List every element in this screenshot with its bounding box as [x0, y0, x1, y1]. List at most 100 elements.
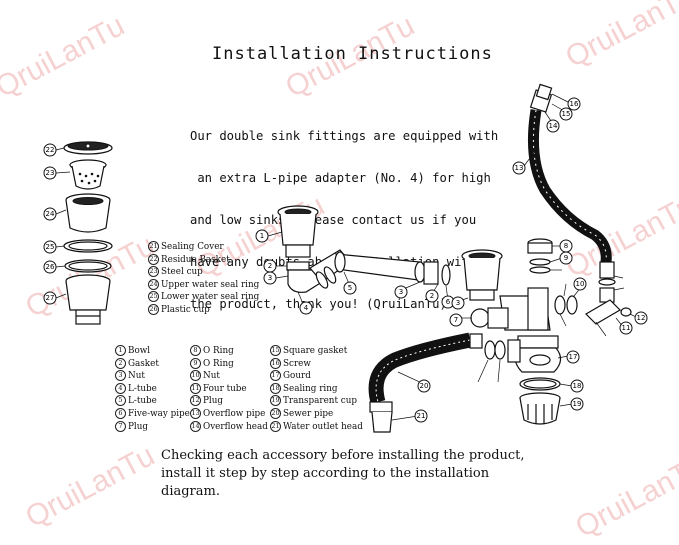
four-tube-part	[585, 261, 632, 325]
svg-text:9: 9	[564, 254, 568, 262]
svg-text:6: 6	[446, 298, 451, 306]
callout-26: 26	[43, 260, 57, 274]
right-top-cap	[527, 238, 553, 274]
callout-12: 12	[634, 311, 648, 325]
gourd-part	[514, 335, 562, 373]
callout-17: 17	[566, 350, 580, 364]
lower-seal-ring-part	[64, 259, 112, 273]
plastic-cup-part	[65, 274, 111, 325]
overflow-pipe-part	[527, 109, 612, 263]
intro-line: an extra L-pipe adapter (No. 4) for high	[190, 171, 491, 185]
svg-text:12: 12	[637, 314, 646, 322]
callout-18: 18	[570, 379, 584, 393]
svg-text:18: 18	[573, 382, 582, 390]
svg-text:14: 14	[549, 122, 558, 130]
callout-19: 19	[570, 397, 584, 411]
page-title: Installation Instructions	[212, 44, 493, 64]
callout-3: 3	[263, 271, 277, 285]
svg-text:10: 10	[576, 280, 585, 288]
residue-basket-part	[69, 159, 107, 190]
callout-4: 4	[299, 301, 313, 315]
callout-23: 23	[43, 166, 57, 180]
installation-diagram: 22 23 24 25 26 27 1 2 3 4 5 3 2 6 3 7 8 …	[43, 83, 648, 433]
svg-text:1: 1	[260, 232, 264, 240]
svg-text:5: 5	[348, 284, 352, 292]
callouts: 22 23 24 25 26 27 1 2 3 4 5 3 2 6 3 7 8 …	[43, 97, 648, 423]
svg-text:21: 21	[417, 412, 426, 420]
callout-21: 21	[414, 409, 428, 423]
overflow-head-part	[529, 83, 553, 113]
svg-text:24: 24	[46, 210, 55, 218]
callout-13: 13	[512, 161, 526, 175]
svg-text:2: 2	[430, 292, 434, 300]
svg-text:22: 22	[46, 146, 55, 154]
svg-text:8: 8	[564, 242, 568, 250]
svg-text:19: 19	[573, 400, 582, 408]
svg-text:4: 4	[304, 304, 309, 312]
callout-10: 10	[573, 277, 587, 291]
svg-text:7: 7	[454, 316, 458, 324]
five-way-pipe-part	[470, 287, 578, 331]
sealing-ring-part	[519, 377, 561, 391]
steel-cup-part	[65, 193, 111, 233]
callout-22: 22	[43, 143, 57, 157]
callout-11: 11	[619, 321, 633, 335]
connecting-pipe	[334, 251, 451, 286]
callout-15: 15	[559, 107, 573, 121]
svg-text:3: 3	[456, 299, 460, 307]
svg-text:25: 25	[46, 243, 55, 251]
right-bowl-part	[461, 249, 503, 301]
svg-text:20: 20	[420, 382, 429, 390]
callout-1: 1	[255, 229, 269, 243]
callout-27: 27	[43, 291, 57, 305]
svg-text:3: 3	[399, 288, 403, 296]
callout-16: 16	[567, 97, 581, 111]
water-outlet-head-part	[369, 401, 393, 433]
bowl-part	[277, 205, 319, 258]
callout-9: 9	[559, 251, 573, 265]
sewer-pipe-part	[368, 332, 521, 404]
callout-25: 25	[43, 240, 57, 254]
transparent-cup-part	[519, 392, 561, 425]
callout-14: 14	[546, 119, 560, 133]
sealing-cover-part	[63, 141, 113, 155]
callout-5: 5	[343, 281, 357, 295]
callout-8: 8	[559, 239, 573, 253]
svg-text:13: 13	[515, 164, 524, 172]
svg-text:27: 27	[46, 294, 55, 302]
svg-text:2: 2	[268, 262, 272, 270]
svg-text:16: 16	[570, 100, 579, 108]
svg-text:15: 15	[562, 110, 571, 118]
footer-note: Checking each accessory before installin…	[161, 448, 525, 499]
svg-text:17: 17	[569, 353, 578, 361]
upper-seal-ring-part	[63, 239, 113, 253]
callout-3: 3	[451, 296, 465, 310]
